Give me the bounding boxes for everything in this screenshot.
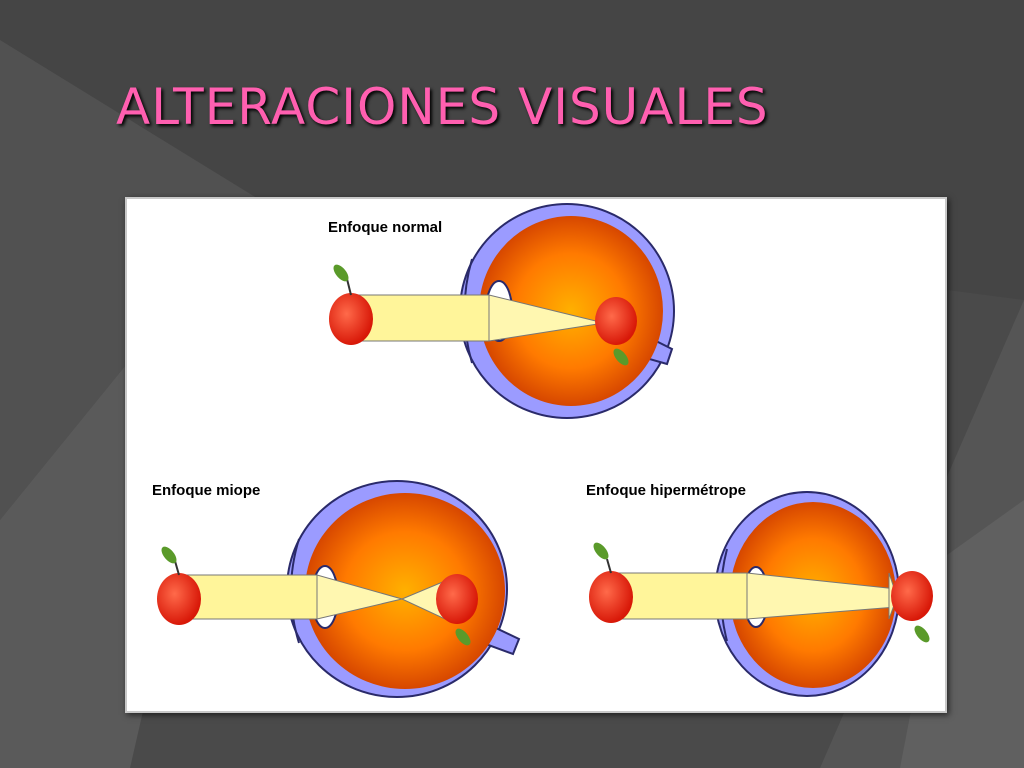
apple-image: [595, 297, 637, 345]
apple-object: [157, 573, 201, 625]
apple-image: [891, 571, 933, 621]
myopic-focus-diagram: Enfoque miope: [152, 480, 521, 698]
normal-focus-diagram: Enfoque normal: [328, 203, 675, 419]
hyperopic-focus-label: Enfoque hipermétrope: [586, 482, 746, 499]
apple-image: [436, 574, 478, 624]
hyperopic-focus-diagram: Enfoque hipermétrope: [586, 482, 933, 697]
myopic-focus-label: Enfoque miope: [152, 482, 260, 499]
eye-interior: [305, 493, 505, 689]
apple-object: [589, 571, 633, 623]
eye-focus-figure: Enfoque normal Enfoque miope: [125, 197, 947, 713]
light-beam: [614, 572, 748, 620]
apple-object: [329, 293, 373, 345]
slide-title: ALTERACIONES VISUALES: [116, 78, 769, 136]
light-beam: [178, 574, 318, 620]
normal-focus-label: Enfoque normal: [328, 219, 442, 236]
